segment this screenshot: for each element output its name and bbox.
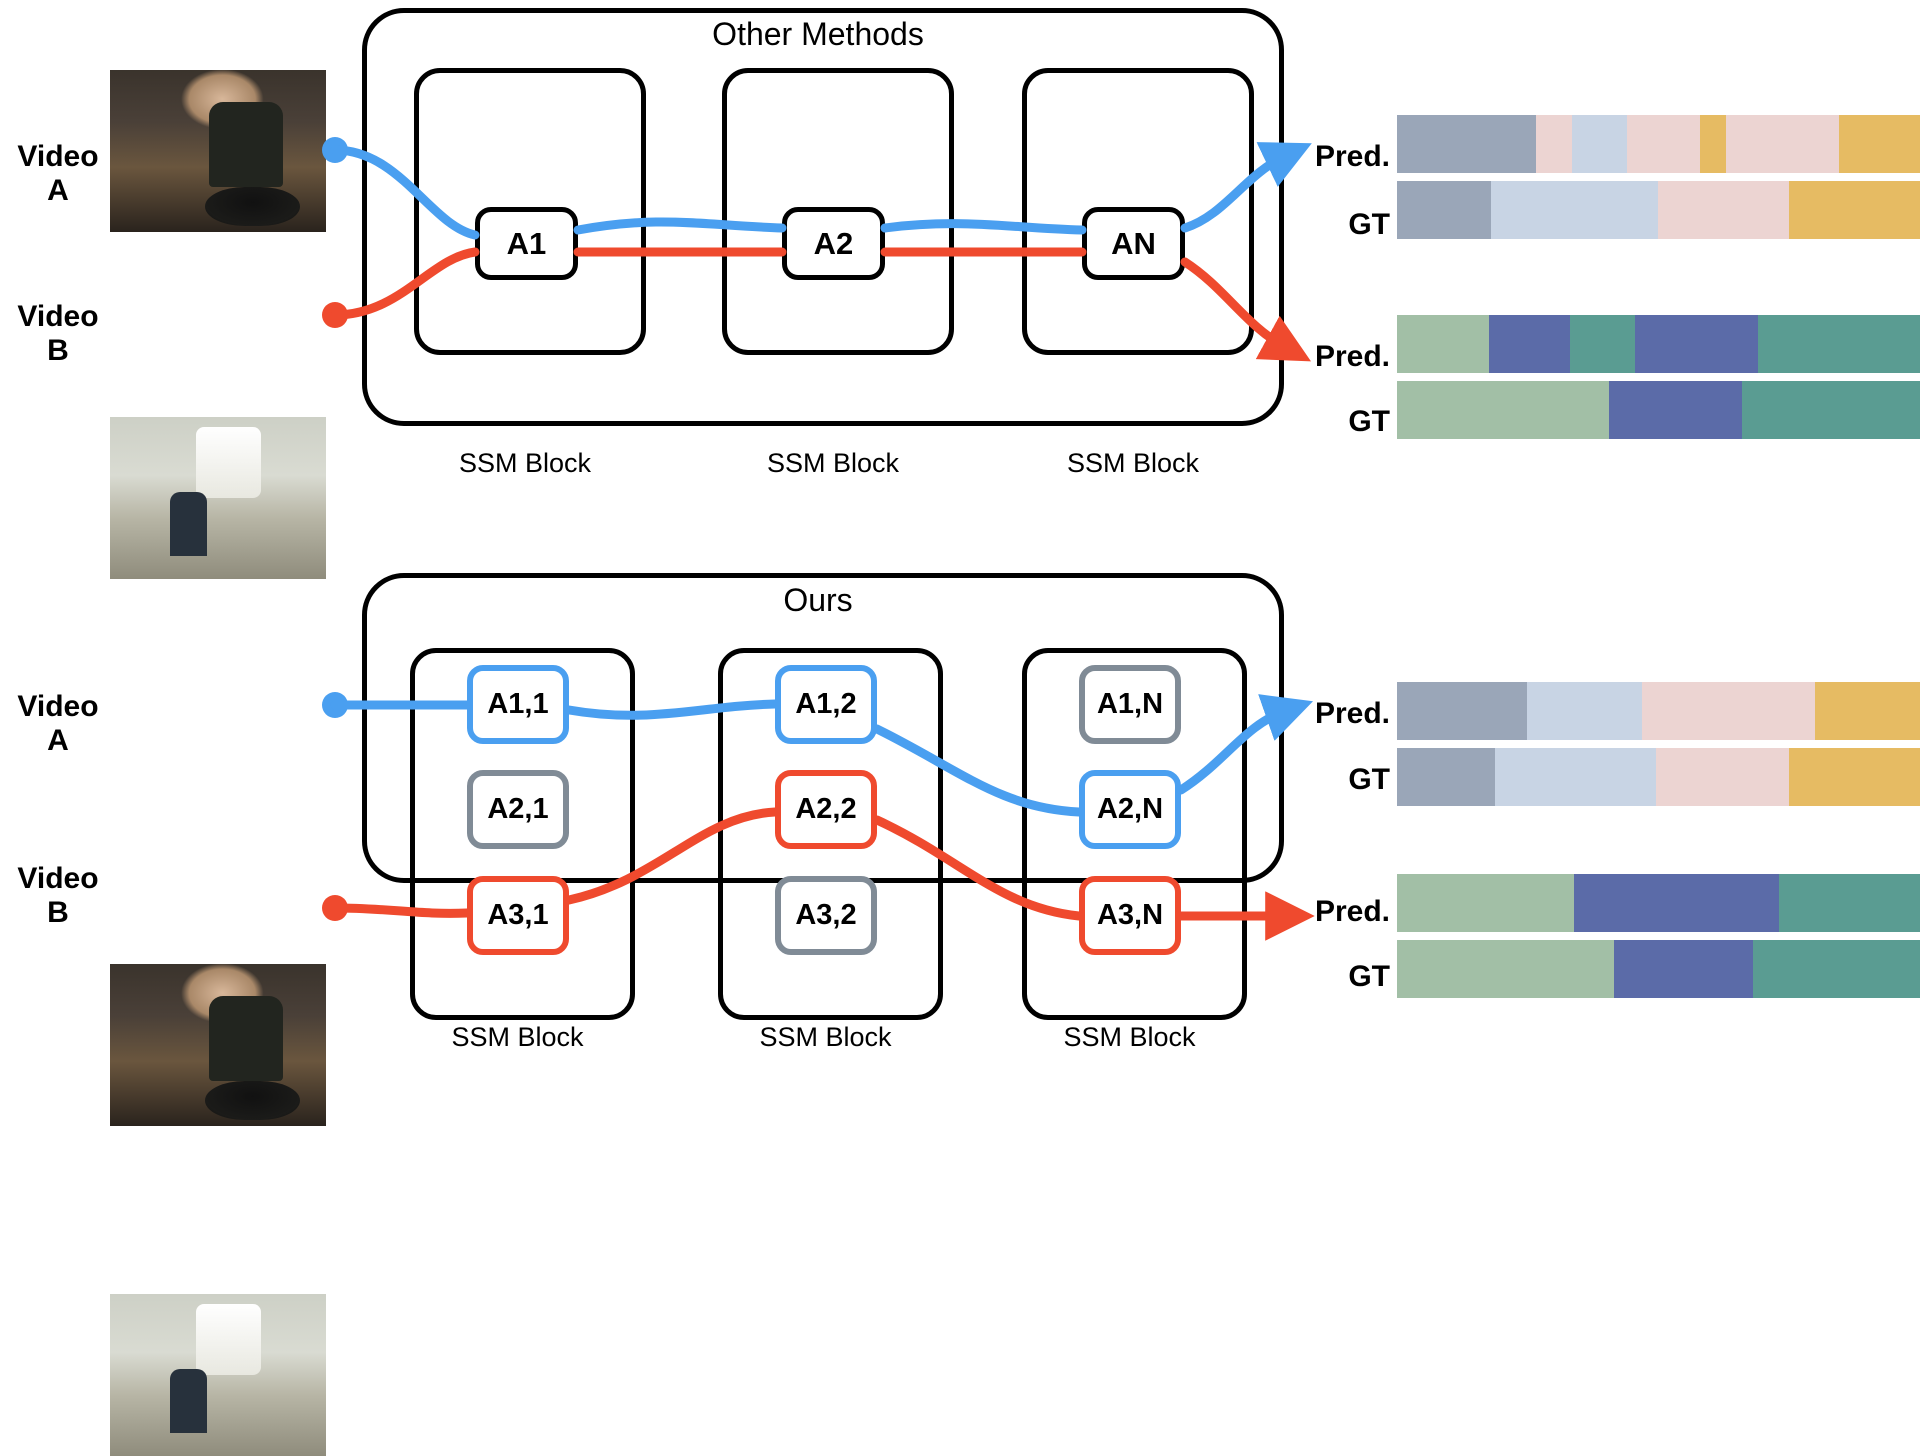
- bar-segment: [1742, 381, 1920, 439]
- ssm-block-label-3: SSM Block: [1066, 448, 1200, 478]
- bar-segment: [1757, 315, 1920, 373]
- node-a2-n[interactable]: A2,N: [1079, 770, 1181, 849]
- other-video-a-pred-bar: [1397, 115, 1920, 173]
- bar-segment: [1491, 181, 1659, 239]
- bar-segment: [1778, 874, 1920, 932]
- bar-segment: [1397, 315, 1489, 373]
- video-a-bottom-label-line1: Video: [17, 690, 99, 723]
- bar-segment: [1726, 115, 1839, 173]
- video-b-bottom-thumbnail[interactable]: [110, 1294, 326, 1456]
- ours-video-a-gt-bar: [1397, 748, 1920, 806]
- other-methods-title: Other Methods: [712, 16, 924, 52]
- bar-segment: [1397, 874, 1574, 932]
- node-a3-2[interactable]: A3,2: [775, 876, 877, 955]
- video-b-bottom-label: Video B: [6, 862, 110, 929]
- node-a3-n[interactable]: A3,N: [1079, 876, 1181, 955]
- other-video-b-pred-label: Pred.: [1314, 340, 1390, 373]
- ours-video-a-pred-bar: [1397, 682, 1920, 740]
- other-video-a-pred-label: Pred.: [1314, 140, 1390, 173]
- ssm-block-2-outer: [722, 68, 954, 355]
- ours-ssm-block-label-3: SSM Block: [1063, 1022, 1196, 1052]
- bar-segment: [1789, 181, 1920, 239]
- video-a-top-thumbnail[interactable]: [110, 70, 326, 232]
- node-a2-1[interactable]: A2,1: [467, 770, 569, 849]
- bar-segment: [1495, 748, 1656, 806]
- bar-segment: [1397, 381, 1609, 439]
- ours-ssm-block-label-2: SSM Block: [759, 1022, 892, 1052]
- bar-segment: [1397, 181, 1492, 239]
- video-b-top-label: Video B: [6, 300, 110, 367]
- bar-segment: [1838, 115, 1920, 173]
- video-a-bottom-thumbnail[interactable]: [110, 964, 326, 1126]
- bar-segment: [1397, 940, 1615, 998]
- bar-segment: [1488, 315, 1570, 373]
- video-a-top-label: Video A: [6, 140, 110, 207]
- ours-video-b-pred-bar: [1397, 874, 1920, 932]
- bar-segment: [1627, 115, 1701, 173]
- other-video-a-gt-bar: [1397, 181, 1920, 239]
- bar-segment: [1655, 748, 1790, 806]
- other-video-b-pred-bar: [1397, 315, 1920, 373]
- other-video-b-gt-bar: [1397, 381, 1920, 439]
- node-a1-2[interactable]: A1,2: [775, 665, 877, 744]
- bar-segment: [1397, 748, 1496, 806]
- bar-segment: [1526, 682, 1642, 740]
- video-a-bottom-label: Video A: [6, 690, 110, 757]
- bar-segment: [1569, 315, 1635, 373]
- bar-segment: [1608, 381, 1743, 439]
- other-video-b-gt-label: GT: [1348, 405, 1390, 438]
- video-a-top-label-line1: Video: [17, 140, 99, 173]
- ssm-block-label-1: SSM Block: [458, 448, 592, 478]
- bar-segment: [1752, 940, 1920, 998]
- ours-video-a-pred-label: Pred.: [1314, 697, 1390, 730]
- bar-segment: [1572, 115, 1628, 173]
- ours-video-b-pred-label: Pred.: [1314, 895, 1390, 928]
- node-a1-1[interactable]: A1,1: [467, 665, 569, 744]
- bar-segment: [1641, 682, 1816, 740]
- video-b-bottom-label-line1: Video: [17, 862, 99, 895]
- bar-segment: [1573, 874, 1779, 932]
- video-b-top-label-line1: Video: [17, 300, 99, 333]
- video-b-top-thumbnail[interactable]: [110, 417, 326, 579]
- ours-title: Ours: [783, 582, 853, 618]
- node-a2[interactable]: A2: [782, 207, 885, 280]
- ours-video-b-gt-label: GT: [1348, 960, 1390, 993]
- video-a-top-label-line2: A: [47, 173, 69, 207]
- ours-video-a-gt-label: GT: [1348, 763, 1390, 796]
- other-video-a-gt-label: GT: [1348, 208, 1390, 241]
- bar-segment: [1535, 115, 1573, 173]
- bar-segment: [1658, 181, 1790, 239]
- node-a1[interactable]: A1: [475, 207, 578, 280]
- bar-segment: [1397, 682, 1527, 740]
- bar-segment: [1815, 682, 1920, 740]
- video-b-top-label-line2: B: [47, 333, 69, 367]
- video-b-bottom-label-line2: B: [47, 895, 69, 929]
- bar-segment: [1634, 315, 1758, 373]
- ours-ssm-block-label-1: SSM Block: [451, 1022, 584, 1052]
- node-a3-1[interactable]: A3,1: [467, 876, 569, 955]
- bar-segment: [1614, 940, 1753, 998]
- bar-segment: [1789, 748, 1920, 806]
- bar-segment: [1700, 115, 1727, 173]
- node-an[interactable]: AN: [1082, 207, 1185, 280]
- ours-video-b-gt-bar: [1397, 940, 1920, 998]
- node-a1-n[interactable]: A1,N: [1079, 665, 1181, 744]
- video-a-bottom-label-line2: A: [47, 723, 69, 757]
- bar-segment: [1397, 115, 1536, 173]
- ssm-block-label-2: SSM Block: [766, 448, 900, 478]
- node-a2-2[interactable]: A2,2: [775, 770, 877, 849]
